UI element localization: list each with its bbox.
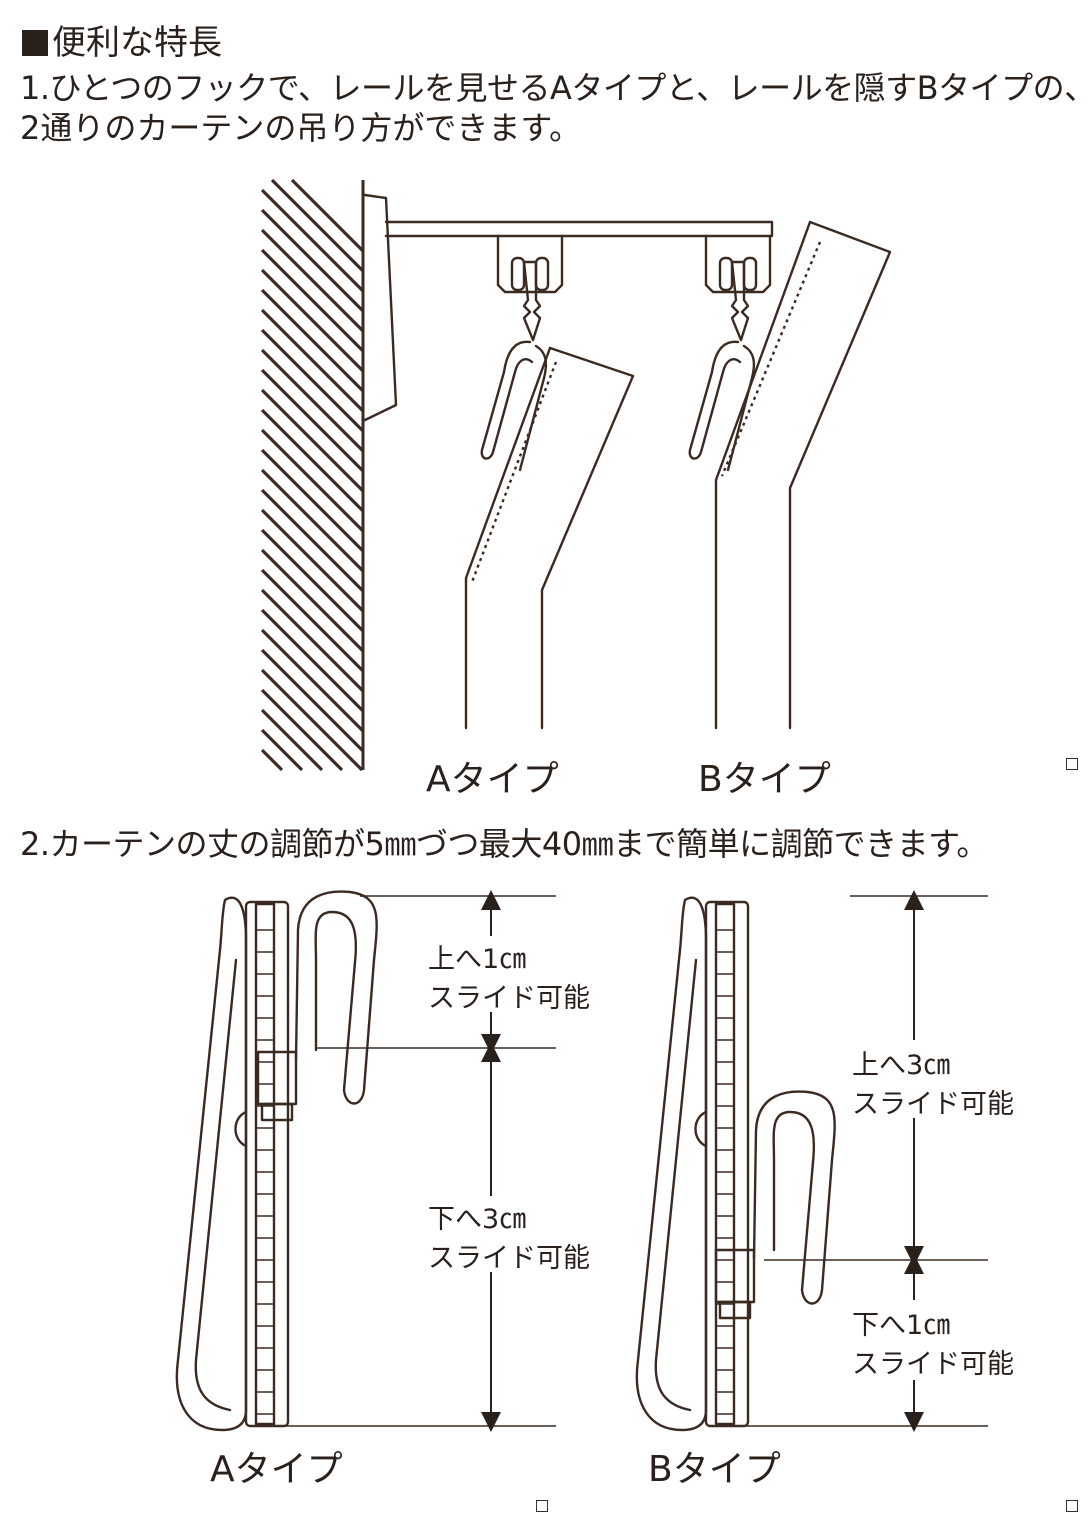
square-bullet-icon: [22, 30, 48, 56]
hatch-line: [260, 288, 365, 393]
section-heading: 便利な特長: [22, 26, 222, 60]
hatch-line: [260, 528, 365, 633]
curtain-b: [688, 220, 892, 730]
b-up-label: 上へ3㎝ スライド可能: [852, 1046, 1014, 1124]
hook-detail-a: [175, 890, 378, 1432]
hatch-line: [260, 748, 284, 772]
curtain-a: [464, 340, 635, 730]
hatch-line: [260, 388, 365, 493]
b-down-label: 下へ1㎝ スライド可能: [852, 1306, 1014, 1384]
hatch-line: [260, 268, 365, 373]
type-a-label-bottom: Aタイプ: [210, 1449, 343, 1490]
a-up-label: 上へ1㎝ スライド可能: [428, 940, 590, 1018]
hatch-line: [260, 708, 324, 772]
corner-marker: [1066, 1500, 1078, 1512]
a-down-line-1: 下へ3㎝: [428, 1204, 527, 1235]
hatch-line: [260, 608, 365, 713]
type-b-label-bottom: Bタイプ: [648, 1449, 781, 1490]
hatch-line: [260, 368, 365, 473]
dimension-lines-a: [276, 890, 556, 1432]
runner-b: [704, 234, 772, 342]
wall-hatching: [260, 178, 365, 772]
hatch-line: [260, 588, 365, 693]
a-up-line-2: スライド可能: [428, 983, 590, 1015]
feature-1-line-2: 2通りのカーテンの吊り方ができます。: [20, 109, 582, 147]
a-down-label: 下へ3㎝ スライド可能: [428, 1200, 590, 1278]
a-up-line-1: 上へ1㎝: [428, 944, 527, 975]
b-up-line-1: 上へ3㎝: [852, 1050, 951, 1081]
b-down-line-2: スライド可能: [852, 1349, 1014, 1381]
hatch-line: [260, 688, 344, 772]
feature-1-line-1: 1.ひとつのフックで、レールを見せるAタイプと、レールを隠すBタイプの、: [20, 69, 1092, 107]
hatch-line: [260, 308, 365, 413]
runner-a: [496, 234, 564, 342]
heading-text: 便利な特長: [52, 23, 222, 63]
dimension-lines-b: [730, 890, 988, 1432]
hatch-line: [260, 468, 365, 573]
corner-marker: [1066, 758, 1078, 770]
hatch-line: [270, 178, 365, 273]
hatch-line: [260, 628, 365, 733]
b-up-line-2: スライド可能: [852, 1089, 1014, 1121]
hatch-line: [260, 228, 365, 333]
hatch-line: [260, 488, 365, 593]
hatch-line: [260, 648, 365, 753]
b-down-line-1: 下へ1㎝: [852, 1310, 951, 1341]
hatch-line: [260, 408, 365, 513]
hatch-line: [260, 448, 365, 553]
hatch-line: [260, 548, 365, 653]
rail-bracket: [363, 193, 774, 422]
hook-detail-b: [635, 896, 836, 1432]
hatch-line: [260, 188, 365, 293]
hatch-line: [260, 328, 365, 433]
hatch-line: [260, 728, 304, 772]
hatch-line: [260, 248, 365, 353]
hatch-line: [290, 178, 365, 253]
feature-2-line: 2.カーテンの丈の調節が5㎜づつ最大40㎜まで簡単に調節できます。: [20, 825, 988, 863]
hatch-line: [260, 428, 365, 533]
a-down-line-2: スライド可能: [428, 1243, 590, 1275]
hatch-line: [260, 668, 364, 772]
hatch-line: [260, 568, 365, 673]
hatch-line: [260, 508, 365, 613]
hatch-line: [260, 348, 365, 453]
corner-marker: [536, 1500, 548, 1512]
type-b-label-top: Bタイプ: [698, 759, 831, 800]
type-a-label-top: Aタイプ: [426, 759, 559, 800]
hatch-line: [260, 208, 365, 313]
